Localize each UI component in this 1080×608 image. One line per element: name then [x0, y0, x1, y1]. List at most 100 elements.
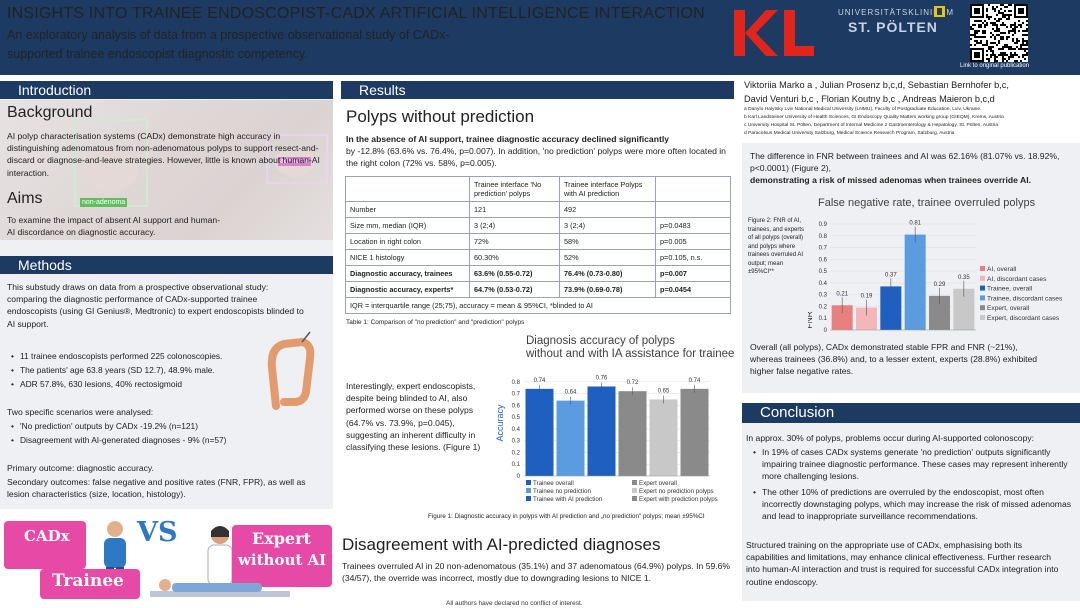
qr-module [994, 30, 996, 32]
qr-module [1004, 24, 1006, 26]
qr-module [1014, 52, 1016, 54]
results-lead-text: In the absence of AI support, trainee di… [346, 133, 731, 170]
qr-module [1012, 54, 1014, 56]
table-row: Location in right colon 72% 58% p=0.005 [345, 233, 731, 250]
methods-paragraph-1: This substudy draws on data from a prosp… [7, 282, 304, 329]
qr-module [996, 14, 998, 16]
qr-module [1026, 30, 1028, 32]
qr-module [1000, 32, 1002, 34]
table-cell: 72% [469, 233, 560, 250]
qr-module [1022, 56, 1024, 58]
overall-fnr-text: Overall (all polyps), CADx demonstrated … [750, 342, 1038, 377]
qr-module [1012, 34, 1014, 36]
qr-module [974, 24, 976, 26]
qr-module [982, 44, 984, 46]
disagreement-text: Trainees overruled AI in 20 non-adenomat… [342, 561, 731, 584]
qr-module [1022, 48, 1024, 50]
qr-module [1012, 56, 1014, 58]
qr-module [1002, 32, 1004, 34]
table-cell [655, 176, 731, 202]
qr-module [972, 34, 974, 36]
qr-module [1006, 38, 1008, 40]
qr-module [1012, 48, 1014, 50]
chart2-data-label: 0.37 [885, 272, 897, 278]
affiliation-b: b Karl Landsteiner University of Health … [744, 115, 1004, 120]
qr-module [1024, 58, 1026, 60]
qr-module [1020, 24, 1022, 26]
university-logo-text: UNIVERSITÄTSKLINIKUM [838, 8, 955, 17]
fnr-difference-normal: The difference in FNR between trainees a… [750, 151, 1060, 174]
qr-module [996, 34, 998, 36]
table-cell: Location in right colon [345, 233, 470, 250]
qr-module [984, 20, 986, 22]
qr-module [984, 26, 986, 28]
qr-module [974, 30, 976, 32]
qr-module [1026, 24, 1028, 26]
table-row: Diagnostic accuracy, trainees 63.6% (0.5… [345, 265, 731, 282]
qr-finder-core [974, 52, 980, 58]
qr-module [990, 32, 992, 34]
qr-module [1002, 56, 1004, 58]
qr-module [1026, 28, 1028, 30]
chart1-legend-swatch [526, 488, 531, 493]
qr-module [1004, 44, 1006, 46]
chart1-legend-label: Expert no prediction polyps [639, 488, 714, 495]
methods-heading: Methods [0, 256, 333, 274]
qr-module [1000, 54, 1002, 56]
chart1-legend-swatch [526, 480, 531, 485]
qr-module [990, 54, 992, 56]
table-row: NICE 1 histology 60.30% 52% p=0.105, n.s… [345, 249, 731, 266]
chart2-bar [831, 305, 853, 330]
qr-module [1014, 54, 1016, 56]
qr-module [1000, 18, 1002, 20]
chart2-legend-label: AI, overall [987, 266, 1017, 273]
qr-module [982, 22, 984, 24]
expert-label-2: without AI [238, 551, 327, 569]
authors-line-2: David Venturi b,c , Florian Koutny b,c ,… [744, 94, 995, 104]
qr-module [1016, 42, 1018, 44]
qr-module [1018, 40, 1020, 42]
qr-module [1014, 60, 1016, 62]
qr-module [1010, 46, 1012, 48]
qr-module [976, 20, 978, 22]
qr-module [998, 12, 1000, 14]
qr-module [1006, 36, 1008, 38]
chart2-tick-label: 0.5 [819, 269, 828, 275]
table-cell: Trainee interface 'No prediction' polyps [469, 176, 560, 202]
qr-module [992, 22, 994, 24]
qr-module [1022, 40, 1024, 42]
chart1-legend-label: Trainee overall [533, 480, 574, 487]
table-cell [345, 176, 470, 202]
qr-module [1002, 16, 1004, 18]
qr-module [1000, 52, 1002, 54]
qr-module [1022, 22, 1024, 24]
qr-module [1010, 56, 1012, 58]
qr-module [1012, 28, 1014, 30]
chart1-data-label: 0.74 [689, 378, 701, 384]
qr-module [1024, 44, 1026, 46]
qr-module [1004, 10, 1006, 12]
qr-module [1024, 30, 1026, 32]
chart2-tick-label: 0.1 [819, 316, 828, 322]
qr-module [1010, 54, 1012, 56]
qr-module [980, 42, 982, 44]
expert-doctor-icon [207, 526, 233, 586]
comparison-table: Trainee interface 'No prediction' polyps… [345, 176, 731, 314]
qr-module [1004, 46, 1006, 48]
qr-code-icon[interactable] [970, 4, 1028, 62]
disagreement-heading: Disagreement with AI-predicted diagnoses [342, 535, 661, 554]
qr-module [1010, 24, 1012, 26]
chart1-bar [556, 400, 585, 476]
qr-module [1004, 32, 1006, 34]
qr-module [1004, 14, 1006, 16]
chart2-data-label: 0.21 [836, 291, 848, 297]
qr-module [1024, 34, 1026, 36]
chart1-bar [618, 391, 647, 476]
qr-module [992, 8, 994, 10]
chart2-legend-label: Expert, discordant cases [987, 315, 1060, 322]
qr-module [1016, 46, 1018, 48]
qr-module [988, 18, 990, 20]
methods-bullet: Disagreement with AI-generated diagnoses… [8, 434, 308, 446]
university-logo-name: ST. PÖLTEN [848, 19, 938, 35]
conclusion-final: Structured training on the appropriate u… [746, 540, 1059, 587]
